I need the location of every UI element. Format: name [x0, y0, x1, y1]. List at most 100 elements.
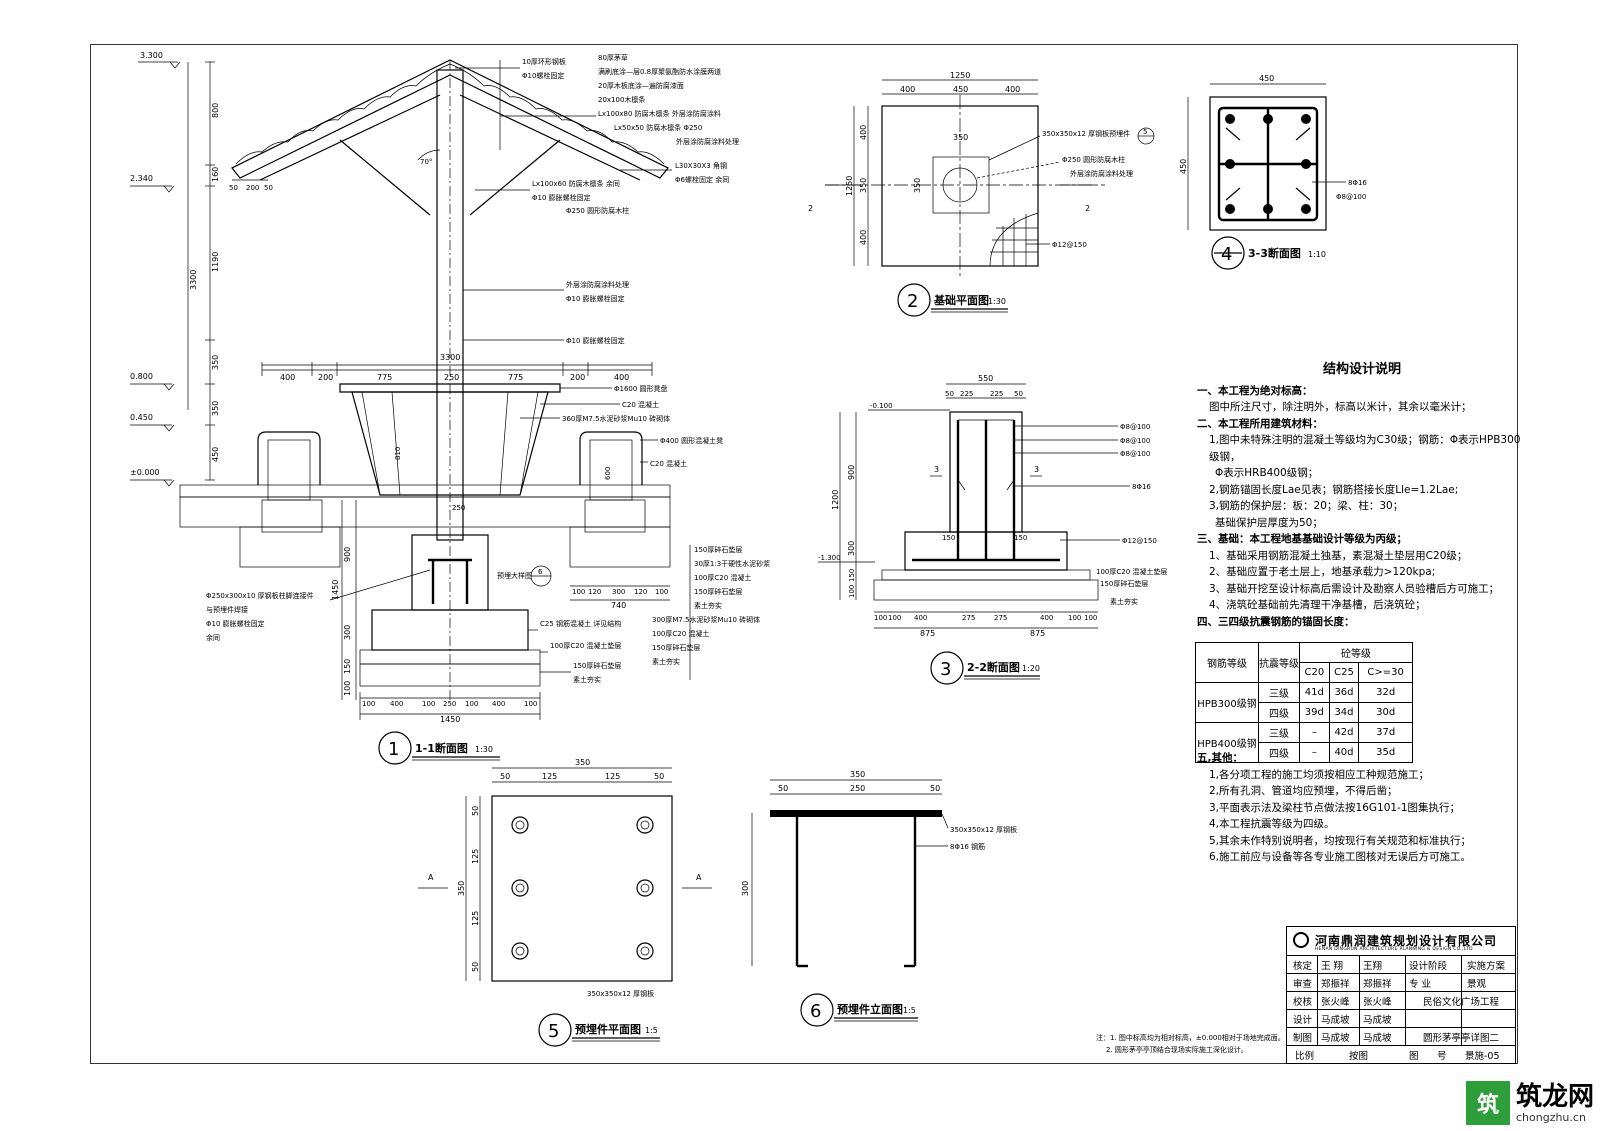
table-header: 钢筋等级	[1195, 642, 1259, 683]
site-watermark: 筑 筑龙网 chongzhu.cn	[1465, 1081, 1594, 1125]
dim: 400	[492, 700, 505, 708]
callout: 150厚碎石垫层	[1100, 579, 1148, 588]
section-5-embed-plan: 350 50 125 125 50 50 125 125 50 350 A A …	[418, 758, 712, 1047]
note-line: 6,施工前应与设备等各专业施工图核对无误后方可施工。	[1209, 851, 1472, 863]
elev-label: 3.300	[140, 51, 163, 60]
elev-label: 0.450	[130, 413, 153, 422]
callout: Φ400 圆形混凝土凳	[660, 436, 723, 445]
callout: 素土夯实	[652, 657, 680, 666]
callout: 300厚M7.5水泥砂浆Mu10 砖砌体	[652, 615, 760, 624]
section-scale: 1:30	[988, 297, 1006, 306]
dim: 875	[1030, 629, 1045, 638]
signature: 郑振祥	[1363, 979, 1392, 990]
callout: Φ12@150	[1122, 537, 1157, 545]
grid-divider	[1359, 955, 1360, 1045]
callout: Φ6螺栓固定 余同	[675, 175, 729, 184]
section-title: 1-1断面图	[415, 741, 468, 755]
callout: Φ8@100	[1120, 450, 1150, 458]
dim: 400	[614, 373, 629, 382]
dim: 275	[994, 614, 1007, 622]
section-1-pavilion: 3.300 2.340 0.800 0.450 ±0.000 800	[130, 51, 770, 765]
callout: 100厚C20 混凝土垫层	[550, 641, 621, 650]
watermark-url: chongzhu.cn	[1515, 1110, 1586, 1124]
dim: 350	[859, 178, 868, 193]
callout: 外层涂防腐涂料处理	[1070, 169, 1133, 178]
dim: 3300	[189, 270, 198, 290]
callout: 余同	[206, 633, 220, 642]
plate-note: 350x350x12 厚钢板	[587, 989, 654, 998]
callout: Φ8@100	[1120, 437, 1150, 445]
dim: 50	[500, 772, 510, 781]
callout: Φ1600 圆形凳盘	[614, 384, 668, 393]
section-number: 4	[1221, 244, 1232, 265]
table-cell: 34d	[1328, 702, 1360, 723]
dim: 450	[953, 85, 968, 94]
notes-title: 结构设计说明	[1322, 362, 1401, 377]
callout: 100厚C20 混凝土	[652, 629, 709, 638]
dim: 125	[542, 772, 557, 781]
dim: 120	[588, 588, 601, 596]
dim: 200	[246, 184, 259, 192]
section-3-foundation-section: -0.100 -1.300 3 3 150 150 550 50 225 225…	[818, 374, 1167, 685]
dim: 120	[634, 588, 647, 596]
cut-label: A	[696, 873, 702, 882]
elev-label: 0.800	[130, 372, 153, 381]
callout: Lx50x50 防腐木檩条 Φ250	[614, 123, 702, 132]
title-block-row: 设计马成坡马成坡	[1287, 1009, 1515, 1028]
table-col-header: C>=30	[1358, 662, 1413, 683]
angle-label: 70°	[420, 158, 432, 166]
person-name: 张火峰	[1321, 997, 1350, 1008]
dim: 400	[859, 230, 868, 245]
rebar-grid	[989, 212, 1039, 267]
note-line: 3,钢筋的保护层：板：20；梁、柱：30；	[1209, 500, 1404, 512]
dim: 1200	[831, 490, 840, 510]
callout: Lx100x60 防腐木檩条 余同	[532, 179, 620, 188]
section-number: 6	[810, 1001, 821, 1022]
dim: 350	[953, 133, 968, 142]
dim: 875	[920, 629, 935, 638]
footnote-line: 2. 圆形茅亭亭顶结合现场实际施工深化设计。	[1106, 1045, 1248, 1054]
cut-label: 3	[934, 465, 939, 474]
callout: Φ8@100	[1120, 423, 1150, 431]
callout: Φ10 膨胀螺栓固定	[206, 619, 265, 628]
field-label: 专 业	[1409, 979, 1432, 990]
seat-base-dims: 100 120 300 120 100 740	[570, 585, 670, 610]
dim: 200	[570, 373, 585, 382]
section-4-column-section: 450 450 8Φ16 Φ8@100 4 3-3断面图 1:10	[1179, 74, 1367, 270]
timber-column	[436, 60, 464, 700]
dim: 1250	[950, 71, 970, 80]
elev-label: -1.300	[818, 554, 841, 562]
callout: 20厚木板底涂—遍防腐漆面	[598, 81, 684, 90]
elev-label: ±0.000	[130, 468, 160, 477]
dim: 50	[654, 772, 664, 781]
field-label: 设计阶段	[1409, 961, 1448, 972]
company-name: 河南鼎润建筑规划设计有限公司	[1315, 934, 1498, 948]
steel-plate	[770, 810, 942, 817]
callout: 360厚M7.5水泥砂浆Mu10 砖砌体	[562, 414, 670, 423]
role-label: 校核	[1293, 997, 1313, 1008]
dim: 1190	[211, 252, 220, 272]
callout: 80厚茅草	[598, 53, 628, 62]
note-line: 2,所有孔洞、管道均应预埋，不得后凿；	[1209, 785, 1398, 797]
dim: 300	[847, 541, 856, 556]
dim: 100	[465, 700, 478, 708]
signature: 马成坡	[1363, 1033, 1392, 1044]
note-line: Φ表示HRB400级钢；	[1215, 467, 1319, 479]
note-line: 1、基础采用钢筋混凝土独基，素混凝土垫层用C20级；	[1209, 549, 1468, 562]
dim: 50	[945, 390, 954, 398]
table-cell: 37d	[1358, 722, 1413, 743]
note-line: 基础保护层厚度为50；	[1215, 516, 1323, 529]
title-block-row: 制图马成坡马成坡圆形茅亭亭详图二	[1287, 1027, 1515, 1046]
note-line: 二、本工程所用建筑材料：	[1197, 417, 1323, 430]
dim: 275	[962, 614, 975, 622]
table-cell: 35d	[1358, 742, 1413, 763]
callout: 100厚C20 混凝土垫层	[1096, 567, 1167, 576]
callout: Φ250 圆形防腐木柱	[1062, 155, 1125, 164]
dim: 450	[211, 447, 220, 462]
cut-label: 2	[808, 204, 813, 213]
